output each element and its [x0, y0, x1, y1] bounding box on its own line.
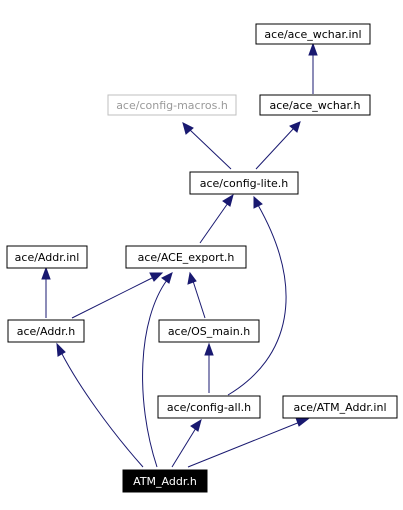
edge-atm-addr-h-to-ace-export: [142, 272, 173, 468]
node-label: ace/ACE_export.h: [138, 251, 235, 264]
edge-ace-export-to-config-lite: [199, 193, 234, 244]
node-ace-wchar-h[interactable]: ace/ace_wchar.h: [259, 94, 371, 116]
node-label: ace/config-lite.h: [200, 177, 289, 190]
edges: [41, 42, 318, 468]
node-label: ace/Addr.h: [17, 325, 76, 338]
edge-atm-addr-h-to-atm-addr-inl: [187, 417, 310, 468]
edge-config-all-to-os-main: [204, 342, 214, 393]
node-label: ace/Addr.inl: [15, 251, 80, 264]
node-addr-inl[interactable]: ace/Addr.inl: [6, 245, 88, 269]
edge-ace-wchar-h-to-ace-wchar-inl: [308, 42, 318, 94]
node-config-lite-h[interactable]: ace/config-lite.h: [189, 171, 299, 195]
node-label: ace/OS_main.h: [168, 325, 250, 338]
node-config-macros-h[interactable]: ace/config-macros.h: [107, 94, 237, 116]
node-label: ace/ace_wchar.inl: [264, 28, 361, 41]
edge-config-all-to-config-lite: [227, 195, 287, 396]
edge-config-lite-to-config-macros: [182, 122, 232, 170]
edge-atm-addr-h-to-addr-h: [56, 342, 144, 468]
node-label: ace/ace_wchar.h: [269, 99, 360, 112]
edge-config-lite-to-ace-wchar-h: [255, 121, 301, 170]
node-atm-addr-inl[interactable]: ace/ATM_Addr.inl: [282, 395, 398, 419]
node-label: ace/ATM_Addr.inl: [293, 401, 386, 414]
node-os-main-h[interactable]: ace/OS_main.h: [158, 319, 260, 343]
node-label: ace/config-all.h: [167, 401, 251, 414]
edge-addr-h-to-addr-inl: [41, 266, 51, 318]
node-label: ATM_Addr.h: [133, 475, 197, 488]
node-label: ace/config-macros.h: [116, 99, 228, 112]
edge-os-main-to-ace-export: [187, 271, 206, 319]
edge-addr-h-to-ace-export: [71, 272, 164, 319]
node-ace-wchar-inl[interactable]: ace/ace_wchar.inl: [255, 23, 371, 45]
edge-atm-addr-h-to-config-all: [171, 418, 202, 468]
node-atm-addr-h[interactable]: ATM_Addr.h: [122, 469, 208, 493]
node-ace-export-h[interactable]: ace/ACE_export.h: [125, 245, 247, 269]
node-config-all-h[interactable]: ace/config-all.h: [157, 395, 261, 419]
node-addr-h[interactable]: ace/Addr.h: [7, 319, 85, 343]
nodes: ace/ace_wchar.inl ace/config-macros.h ac…: [6, 23, 398, 493]
